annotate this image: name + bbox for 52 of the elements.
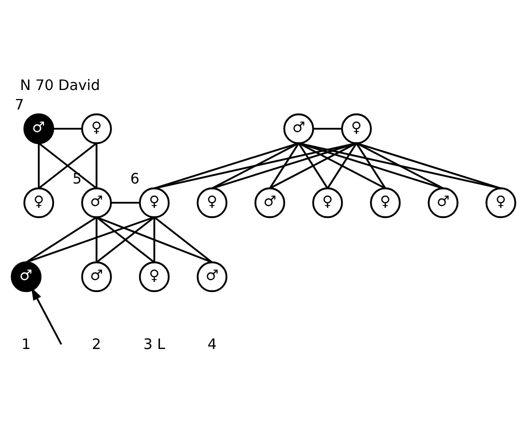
node-circle: ♀ [23, 186, 54, 218]
connector [212, 142, 357, 189]
node-circle: ♀ [138, 260, 170, 292]
connector [298, 142, 502, 189]
node-label: 7 [14, 97, 24, 114]
node-circle: ♂ [10, 260, 42, 292]
connector [212, 142, 300, 189]
connector [298, 142, 328, 188]
connector [96, 142, 98, 188]
connector [110, 201, 140, 204]
node-circle: ♂ [81, 186, 112, 218]
connector [38, 142, 40, 188]
node-circle: ♂ [23, 112, 54, 144]
connector [53, 127, 82, 130]
node-circle: ♀ [81, 112, 112, 144]
node-circle: ♀ [196, 186, 228, 218]
node-circle: ♂ [283, 112, 314, 144]
connector [269, 142, 357, 189]
node-circle: ♀ [138, 186, 170, 218]
connector [154, 216, 213, 263]
connector [154, 142, 357, 189]
diagram-title: N 70 David [20, 77, 100, 94]
connector [26, 216, 98, 263]
connector [298, 142, 386, 189]
node-circle: ♀ [312, 186, 343, 218]
connector [326, 142, 358, 188]
node-circle: ♂ [428, 186, 458, 218]
connector [356, 142, 502, 189]
node-label: 6 [130, 171, 140, 188]
node-circle: ♂ [81, 260, 112, 292]
connector [356, 142, 386, 188]
node-circle: ♀ [341, 112, 372, 144]
node-circle: ♀ [370, 186, 401, 218]
connector [96, 216, 155, 263]
connector [298, 142, 444, 189]
connector [154, 142, 299, 189]
connector [26, 216, 155, 263]
connector [38, 142, 98, 189]
node-label: 3 L [143, 336, 166, 352]
node-circle: ♀ [486, 186, 516, 218]
connector [96, 216, 212, 263]
node-label: 2 [92, 336, 102, 352]
node-circle: ♂ [196, 260, 228, 292]
arrow [31, 287, 62, 344]
connector [96, 216, 98, 262]
connector [356, 142, 444, 189]
connector [269, 142, 300, 188]
node-circle: ♂ [254, 186, 286, 218]
node-label: 4 [207, 336, 217, 352]
node-label: 1 [22, 336, 31, 352]
connector [313, 127, 342, 130]
connector [153, 216, 156, 262]
